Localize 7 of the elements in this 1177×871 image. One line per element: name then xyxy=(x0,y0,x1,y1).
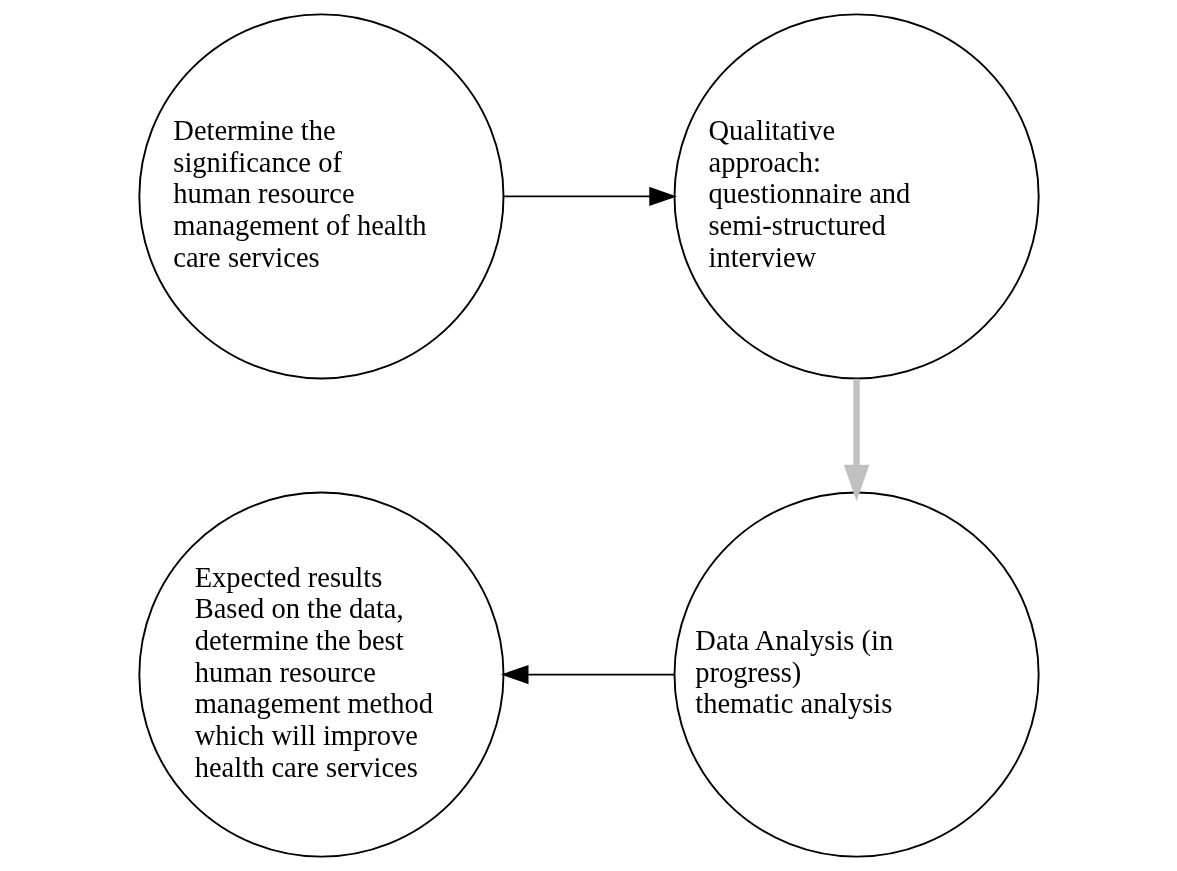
node-circle: Expected results Based on the data, determine the best human resource management method which will improve health care services xyxy=(137,491,504,858)
arrow xyxy=(500,664,675,685)
node-circle: Determine the significance of human resource management of health care services xyxy=(137,13,504,380)
node-circle: Data Analysis (in progress) thematic analysis xyxy=(673,491,1040,858)
arrow xyxy=(843,378,869,502)
arrow xyxy=(502,186,677,207)
node-circle: Qualitative approach: questionnaire and semi-structured interview xyxy=(673,13,1040,380)
